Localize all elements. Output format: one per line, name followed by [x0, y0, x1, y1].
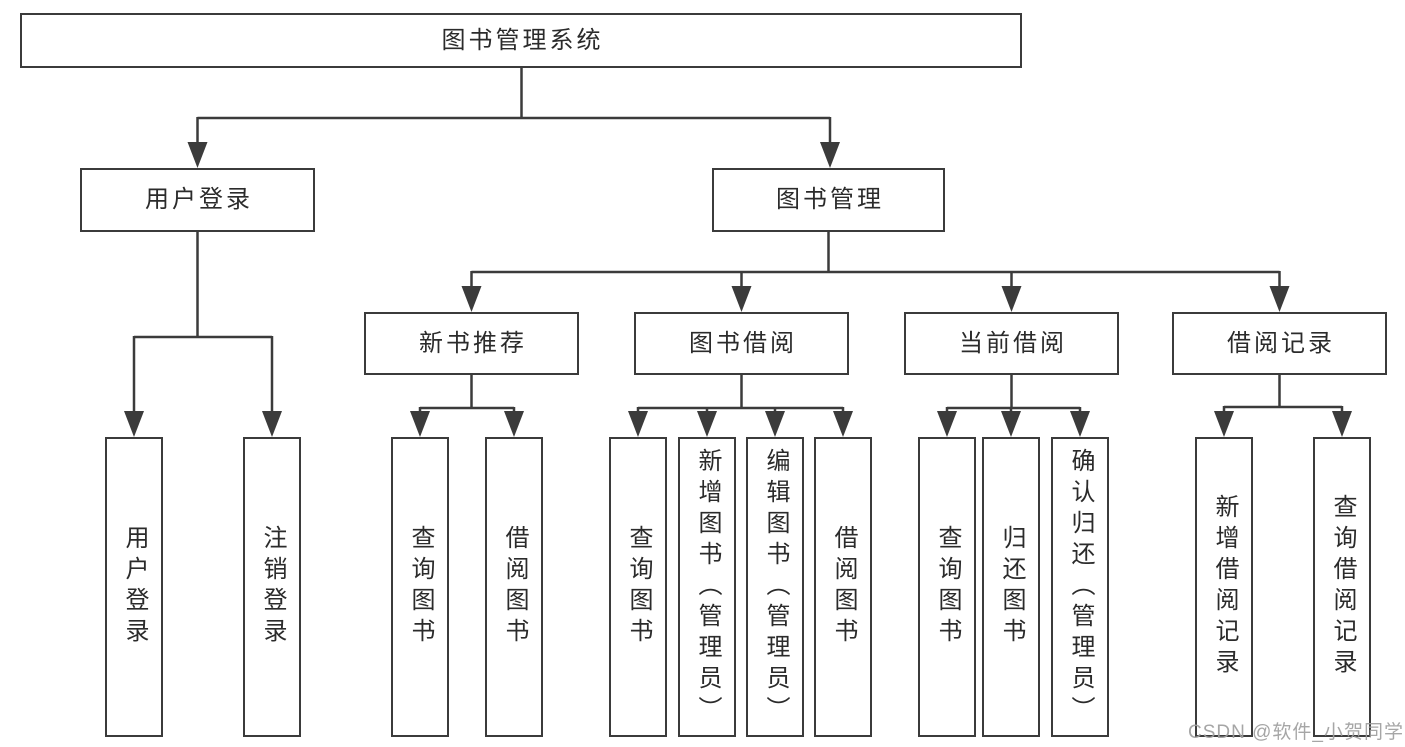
- leaf-edit-book-admin-node: 编辑图书（管理员）: [746, 437, 804, 737]
- branch-user-login-node: 用户登录: [80, 168, 315, 232]
- leaf-logout-node: 注销登录: [243, 437, 301, 737]
- leaf-user-login-node: 用户登录: [105, 437, 163, 737]
- leaf-borrow-book-node-1: 借阅图书: [485, 437, 543, 737]
- csdn-watermark: CSDN @软件_小贺同学: [1188, 722, 1404, 743]
- section-book-borrow-node: 图书借阅: [634, 312, 849, 375]
- branch-book-management-node: 图书管理: [712, 168, 945, 232]
- leaf-add-borrow-record-node: 新增借阅记录: [1195, 437, 1253, 737]
- leaf-query-borrow-record-node: 查询借阅记录: [1313, 437, 1371, 737]
- leaf-borrow-book-node-2: 借阅图书: [814, 437, 872, 737]
- leaf-query-book-node-3: 查询图书: [918, 437, 976, 737]
- section-borrow-record-node: 借阅记录: [1172, 312, 1387, 375]
- leaf-confirm-return-admin-node: 确认归还（管理员）: [1051, 437, 1109, 737]
- leaf-return-book-node: 归还图书: [982, 437, 1040, 737]
- root-node-system-title: 图书管理系统: [20, 13, 1022, 68]
- leaf-add-book-admin-node: 新增图书（管理员）: [678, 437, 736, 737]
- section-new-book-recommend-node: 新书推荐: [364, 312, 579, 375]
- leaf-query-book-node-1: 查询图书: [391, 437, 449, 737]
- leaf-query-book-node-2: 查询图书: [609, 437, 667, 737]
- section-current-borrow-node: 当前借阅: [904, 312, 1119, 375]
